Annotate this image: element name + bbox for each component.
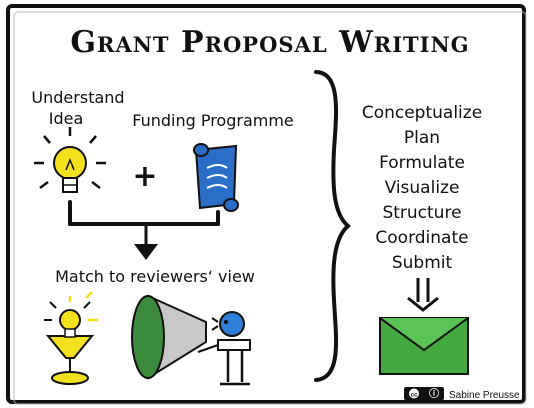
steps-list: Conceptualize Plan Formulate Visualize S… — [362, 103, 482, 273]
outer-frame — [6, 4, 526, 404]
scroll-icon — [193, 143, 239, 212]
plus-sign: + — [132, 159, 157, 194]
step-item: Conceptualize — [362, 103, 482, 123]
label-idea: Idea — [49, 109, 84, 128]
envelope-icon — [379, 317, 469, 375]
step-item: Submit — [392, 253, 453, 273]
step-item: Visualize — [385, 178, 460, 198]
funnel-icon — [131, 294, 207, 380]
step-item: Plan — [404, 128, 440, 148]
person-icon — [197, 311, 251, 386]
down-arrow-match — [134, 224, 158, 260]
step-item: Coordinate — [375, 228, 468, 248]
step-item: Formulate — [379, 153, 465, 173]
label-funding-programme: Funding Programme — [132, 111, 294, 130]
license-badge: cc ⓘ — [404, 387, 444, 400]
label-match-reviewers: Match to reviewers‘ view — [55, 267, 255, 286]
attribution-icon: ⓘ — [429, 387, 439, 400]
merge-connector — [68, 200, 220, 226]
label-understand: Understand — [31, 88, 124, 107]
bulb-funnel-icon — [44, 291, 98, 385]
lightbulb-icon — [34, 127, 106, 193]
curly-brace — [314, 70, 352, 382]
step-item: Structure — [382, 203, 461, 223]
page-title: Grant Proposal Writing — [70, 25, 469, 60]
frame-shadow — [13, 11, 527, 405]
author-credit: Sabine Preusse — [449, 390, 520, 401]
cc-badge-text: cc — [411, 393, 418, 399]
down-arrow-submit — [407, 278, 439, 312]
